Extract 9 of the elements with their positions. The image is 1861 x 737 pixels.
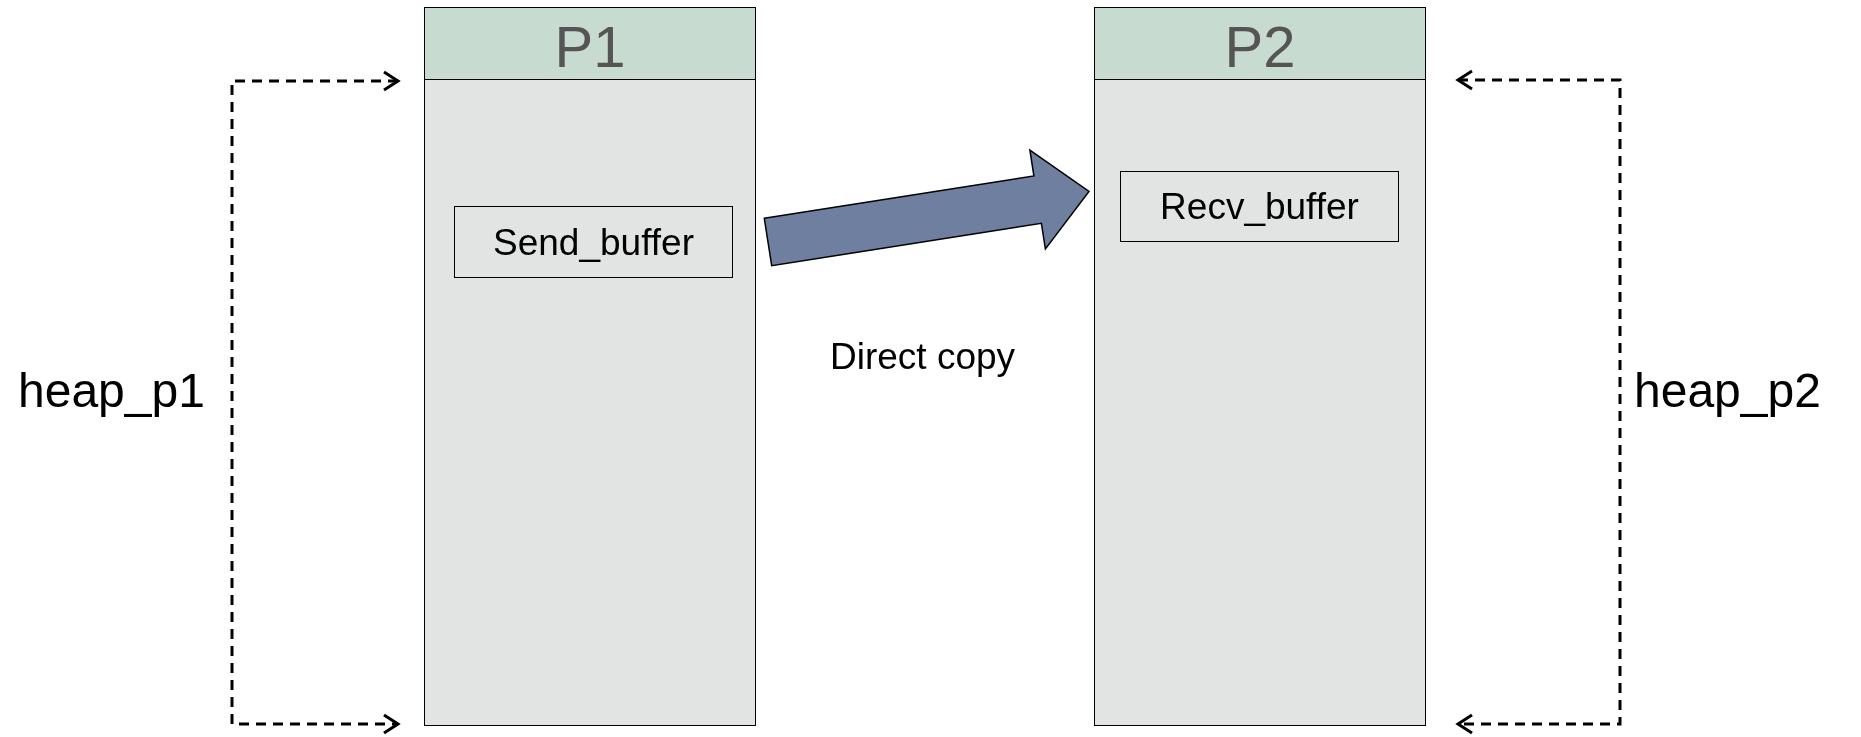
process-title: P1 xyxy=(554,17,626,76)
buffer-label: Recv_buffer xyxy=(1160,188,1359,225)
buffer-box xyxy=(1120,171,1399,242)
buffer-box xyxy=(454,206,733,278)
memory-column xyxy=(424,7,756,726)
block-arrow xyxy=(763,148,1091,267)
memory-column xyxy=(1094,7,1426,726)
process-title: P2 xyxy=(1224,17,1296,76)
buffer-label: Send_buffer xyxy=(493,223,694,261)
